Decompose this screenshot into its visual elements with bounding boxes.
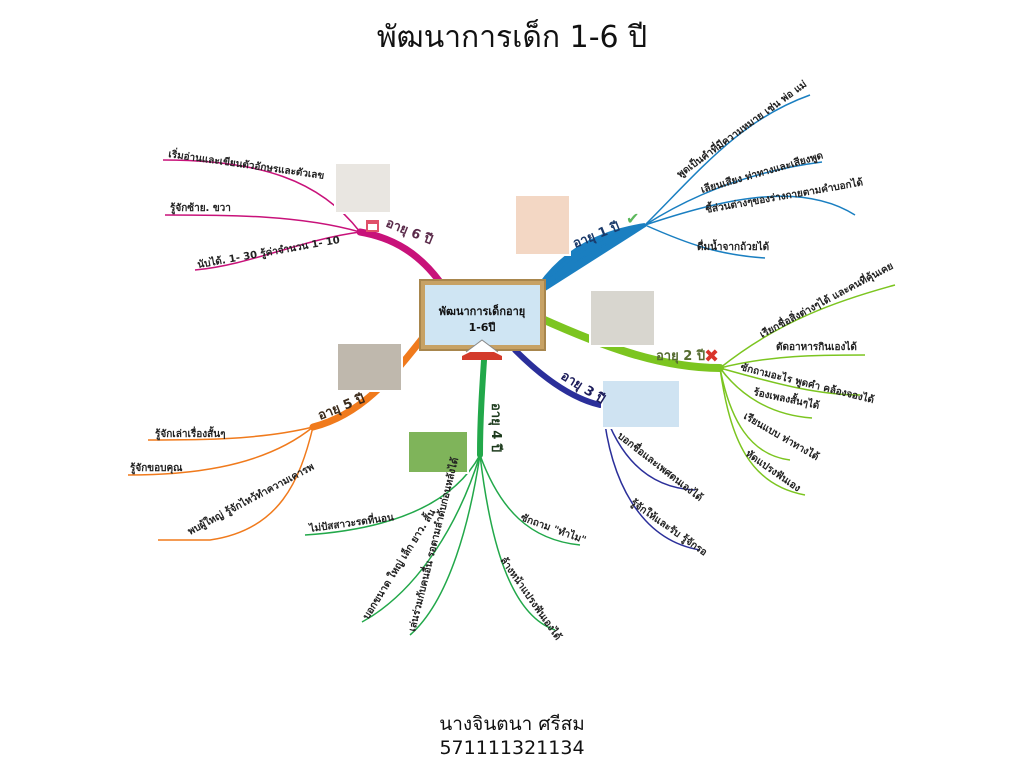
branch-age3 bbox=[512, 347, 603, 408]
age3-item: บอกชื่อและเพศตนเองได้ bbox=[615, 428, 706, 503]
age4-item: ล้างหน้าแปรงฟันเองได้ bbox=[498, 554, 565, 642]
author-name: นางจินตนา ศรีสม bbox=[439, 713, 585, 735]
age5-item: รู้จักเล่าเรื่องสั้นๆ bbox=[155, 426, 225, 441]
age6-item: เริ่มอ่านและเขียนตัวอักษรและตัวเลข bbox=[168, 146, 326, 182]
photo-age6-students bbox=[334, 162, 392, 214]
age2-item: หัดแปรงฟันเอง bbox=[743, 448, 803, 495]
age5-sublines bbox=[127, 426, 314, 541]
central-title: พัฒนาการเด็กอายุ bbox=[439, 304, 525, 319]
age5-item: รู้จักขอบคุณ bbox=[130, 462, 183, 475]
photo-age3-painting bbox=[601, 379, 681, 429]
age3-item: รู้จักให้และรับ รู้จักรอ bbox=[628, 496, 710, 559]
photo-age5-classroom bbox=[336, 342, 403, 392]
book-icon bbox=[462, 346, 502, 360]
branch-age5 bbox=[309, 331, 429, 431]
age4-label: อายุ 4 ปี bbox=[488, 403, 504, 452]
age2-item: ตัดอาหารกินเองได้ bbox=[776, 340, 857, 353]
age2-label: อายุ 2 ปี bbox=[656, 348, 705, 364]
central-subtitle: 1-6ปี bbox=[469, 321, 496, 334]
central-node: พัฒนาการเด็กอายุ 1-6ปี bbox=[419, 279, 546, 360]
age1-sublines bbox=[644, 94, 856, 259]
check-icon: ✔ bbox=[626, 209, 639, 228]
photo-age2-toothbrush bbox=[589, 289, 656, 347]
branch-age2 bbox=[536, 314, 724, 372]
age4-item: ไม่ปัสสาวะรดที่นอน bbox=[307, 509, 394, 535]
photo-age1-baby bbox=[514, 194, 571, 256]
age3-sublines bbox=[602, 407, 701, 551]
cross-icon: ✖ bbox=[704, 346, 719, 367]
age1-item: ดื่มน้ำจากถ้วยได้ bbox=[697, 239, 769, 253]
calendar-icon bbox=[366, 220, 379, 232]
footer: นางจินตนา ศรีสม 571111321134 bbox=[0, 712, 1024, 760]
branch-age4 bbox=[477, 342, 488, 458]
photo-age4-reading bbox=[407, 430, 469, 474]
age6-item: รู้จักซ้าย. ขวา bbox=[170, 202, 231, 215]
age2-sublines bbox=[719, 284, 896, 496]
branch-age6 bbox=[356, 228, 444, 286]
age4-sublines bbox=[304, 454, 581, 636]
age6-item: นับได้. 1- 30 รู้ค่าจำนวน 1- 10 bbox=[196, 233, 341, 272]
student-id: 571111321134 bbox=[439, 737, 585, 759]
age4-item: ซักถาม "ทำไม" bbox=[519, 511, 588, 547]
page-title: พัฒนาการเด็ก 1-6 ปี bbox=[376, 20, 648, 55]
age2-item: เรียกชื่อสิ่งต่างๆได้ และคนที่คุ้นเคย bbox=[757, 258, 896, 341]
